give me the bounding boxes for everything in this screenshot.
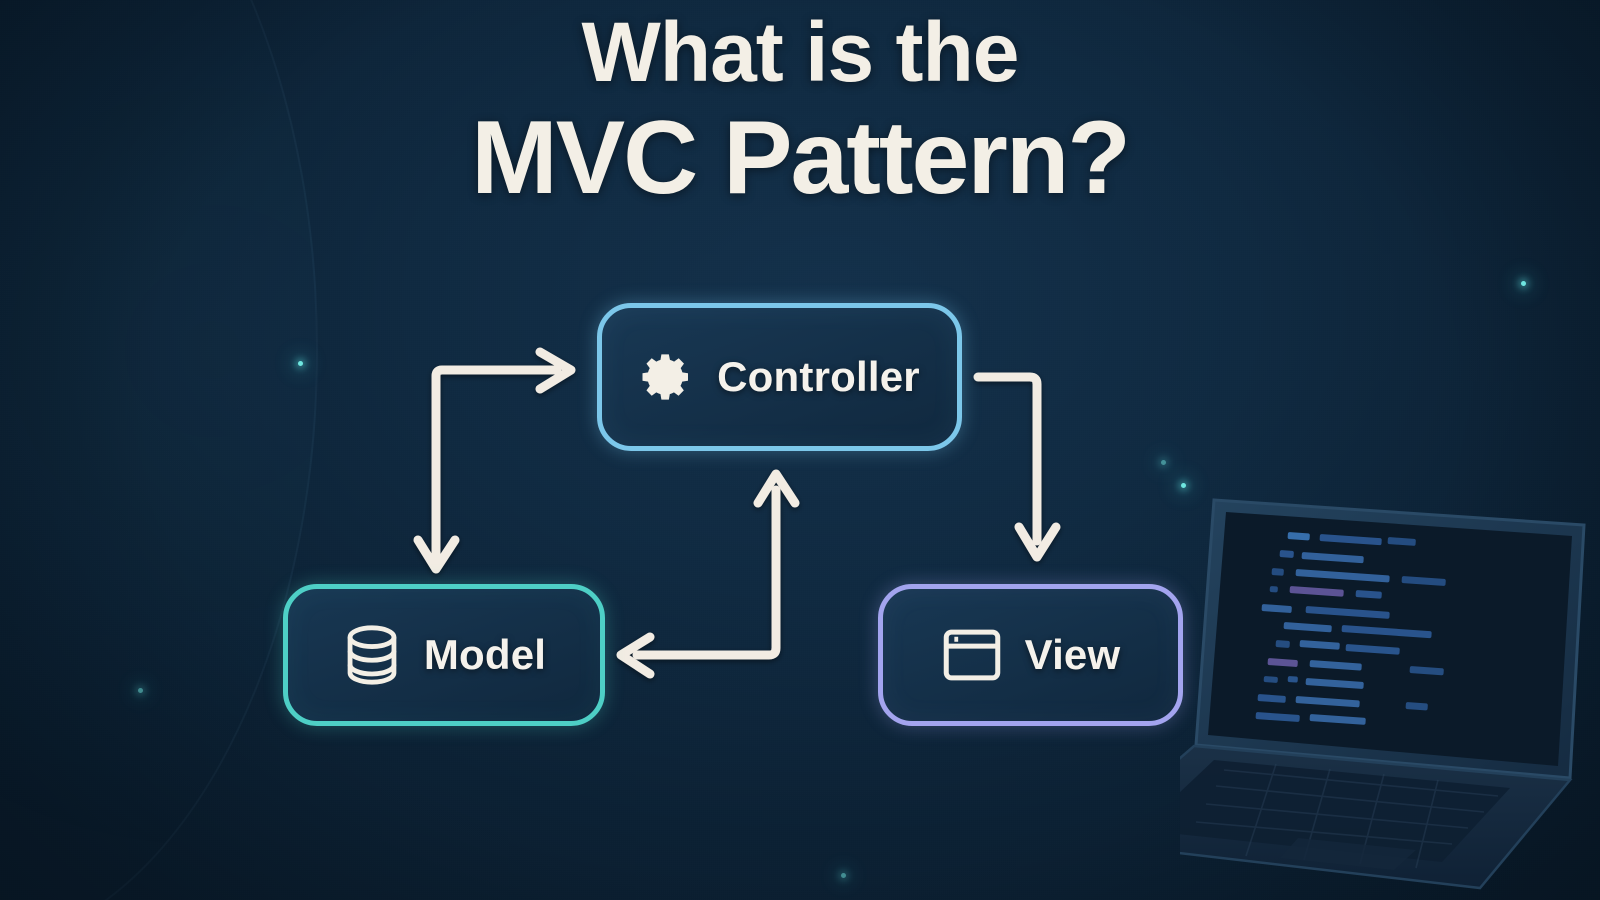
edge-model-controller-path [632,485,781,660]
gear-icon [639,349,695,405]
database-icon [342,623,402,687]
arrowhead-down-model [413,535,460,574]
edge-input-to-controller-path [431,365,562,565]
laptop-illustration [1081,470,1600,900]
arrowhead-down-view [1014,522,1061,562]
glow-particle [1161,460,1166,465]
node-view[interactable]: View [878,584,1183,726]
node-controller[interactable]: Controller [597,303,962,451]
laptop-screen [1208,512,1572,766]
page-title-line-1: What is the [581,5,1019,99]
node-view-label: View [1024,631,1121,678]
glow-particle [1521,281,1526,286]
laptop-keys-rows [1195,763,1499,869]
arrowhead-up-controller [753,469,800,508]
glow-particle [841,873,846,878]
glow-particle [138,688,143,693]
laptop-keyboard [1140,760,1510,862]
page-title: What is the MVC Pattern? [0,0,1600,216]
node-model-label: Model [423,631,547,678]
arrowhead-left-model [616,632,655,679]
node-model[interactable]: Model [283,584,605,726]
glow-particle [298,361,303,366]
node-controller-label: Controller [717,353,920,400]
glow-particle [1181,483,1186,488]
edge-controller-to-view-path [973,372,1042,546]
laptop-code-lines [1255,532,1446,725]
arrowhead-right-controller [535,347,576,394]
page-title-line-2: MVC Pattern? [471,100,1131,216]
laptop-trackpad [1280,838,1416,870]
browser-window-icon [941,625,1003,685]
